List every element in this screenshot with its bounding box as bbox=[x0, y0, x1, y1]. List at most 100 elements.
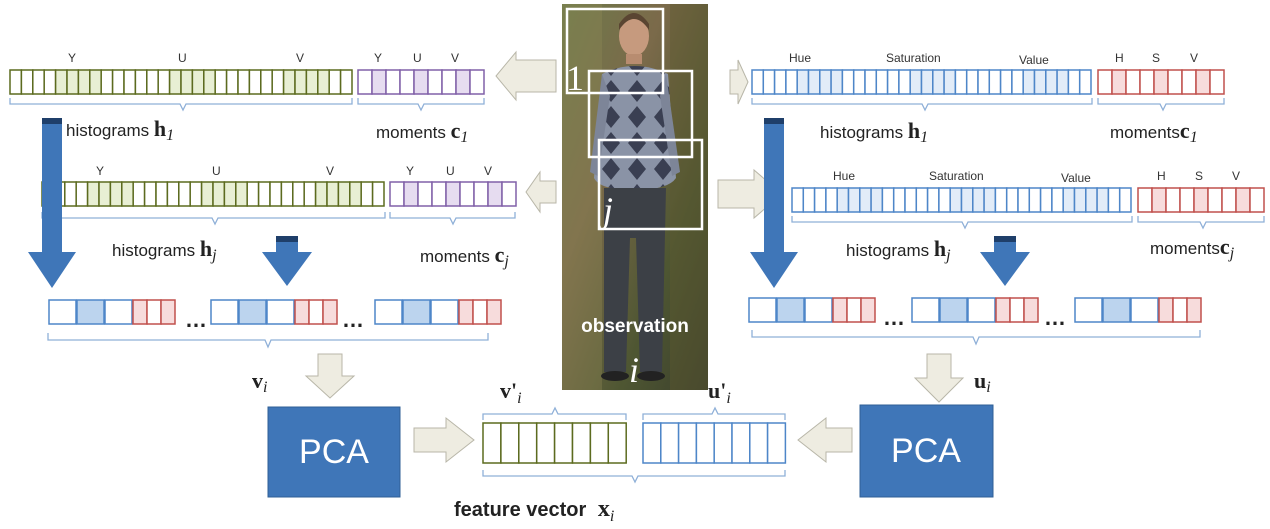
moment-bin bbox=[487, 181, 503, 207]
hist-bin bbox=[32, 69, 45, 95]
moment-bin bbox=[1165, 187, 1181, 213]
hist-bin bbox=[360, 181, 374, 207]
left-row1-mom-y: Y bbox=[374, 51, 382, 65]
hist-bin bbox=[802, 187, 816, 213]
block-moment bbox=[860, 297, 876, 323]
hist-bin bbox=[191, 69, 205, 95]
left-down-arrow-row1 bbox=[28, 118, 76, 288]
right-row1-histogram bbox=[751, 69, 1225, 95]
moment-bin bbox=[1221, 187, 1237, 213]
hist-bin bbox=[960, 187, 974, 213]
hist-bin bbox=[819, 69, 832, 95]
moment-bin bbox=[1249, 187, 1265, 213]
hist-bin bbox=[339, 69, 353, 95]
left-rowj-mom-u: U bbox=[446, 164, 455, 178]
feature-u-bin bbox=[713, 422, 733, 464]
moment-bin bbox=[1193, 187, 1209, 213]
block-cell bbox=[1102, 297, 1131, 323]
moment-bin bbox=[403, 181, 419, 207]
hist-bin bbox=[904, 187, 918, 213]
left-rowj-mom-v: V bbox=[484, 164, 492, 178]
hist-bin bbox=[999, 69, 1013, 95]
hist-bin bbox=[988, 69, 1002, 95]
right-row1-hist-brace bbox=[751, 98, 1093, 112]
left-rowj-hist-brace bbox=[41, 212, 386, 226]
left-rowj-channel-u: U bbox=[212, 164, 221, 178]
moment-bin bbox=[1097, 69, 1113, 95]
left-down-arrow-row1-cap bbox=[42, 118, 62, 124]
hist-bin bbox=[791, 187, 805, 213]
block-cell bbox=[1130, 297, 1159, 323]
block-moment bbox=[1023, 297, 1039, 323]
hist-bin bbox=[864, 69, 878, 95]
hist-bin bbox=[157, 69, 171, 95]
pca-left-arrow bbox=[413, 416, 475, 464]
moment-bin bbox=[1179, 187, 1195, 213]
hist-bin bbox=[371, 181, 385, 207]
hist-bin bbox=[168, 69, 182, 95]
hist-bin bbox=[294, 69, 308, 95]
hist-bin bbox=[155, 181, 169, 207]
hist-bin bbox=[977, 69, 991, 95]
moment-bin bbox=[413, 69, 429, 95]
right-row1-mom-label: momentsc1 bbox=[1110, 118, 1198, 146]
hist-bin bbox=[1028, 187, 1042, 213]
pca-right-label: PCA bbox=[891, 432, 961, 470]
left-down-arrow-rowj bbox=[262, 236, 312, 286]
left-rowj-hist-label: histograms hj bbox=[112, 236, 217, 264]
region-box-j bbox=[597, 138, 704, 231]
hist-bin bbox=[180, 69, 194, 95]
hist-bin bbox=[111, 69, 125, 95]
block-moment bbox=[132, 299, 148, 325]
right-ellipsis-2: … bbox=[1044, 305, 1066, 330]
hist-bin bbox=[886, 69, 900, 95]
hist-bin bbox=[1022, 69, 1036, 95]
hist-bin bbox=[847, 187, 861, 213]
hist-bin bbox=[983, 187, 997, 213]
right-down-arrow-rowj-cap bbox=[994, 236, 1016, 242]
block-moment bbox=[832, 297, 848, 323]
hist-bin bbox=[1045, 69, 1058, 95]
moment-bin bbox=[469, 69, 485, 95]
hist-bin bbox=[825, 187, 838, 213]
hist-bin bbox=[1056, 69, 1070, 95]
hist-bin bbox=[64, 181, 77, 207]
pca-right bbox=[859, 404, 994, 498]
right-row1-mom-brace bbox=[1097, 98, 1225, 112]
right-row1-mom-h: H bbox=[1115, 51, 1124, 65]
hist-bin bbox=[203, 69, 216, 95]
hist-bin bbox=[109, 181, 123, 207]
feature-vector-u-part bbox=[642, 422, 787, 464]
moment-bin bbox=[1151, 187, 1167, 213]
hist-bin bbox=[305, 69, 319, 95]
right-row1-channel-val: Value bbox=[1019, 53, 1049, 67]
moment-bin bbox=[1181, 69, 1197, 95]
hist-bin bbox=[1017, 187, 1031, 213]
block-moment bbox=[294, 299, 310, 325]
right-rowj-histogram bbox=[791, 187, 1265, 213]
right-vector-label: ui bbox=[974, 368, 991, 396]
moment-bin bbox=[1209, 69, 1225, 95]
hist-bin bbox=[920, 69, 934, 95]
moment-bin bbox=[1153, 69, 1169, 95]
hist-bin bbox=[146, 69, 159, 95]
hist-bin bbox=[282, 69, 296, 95]
hist-bin bbox=[1073, 187, 1087, 213]
hist-bin bbox=[134, 69, 148, 95]
hist-bin bbox=[892, 187, 906, 213]
moment-bin bbox=[389, 181, 405, 207]
right-ellipsis-1: … bbox=[883, 305, 905, 330]
left-row1-channel-y: Y bbox=[68, 51, 76, 65]
hist-bin bbox=[86, 181, 100, 207]
left-vector-arrow bbox=[304, 353, 356, 399]
hist-bin bbox=[235, 181, 248, 207]
block-moment bbox=[472, 299, 488, 325]
right-rowj-channel-val: Value bbox=[1061, 171, 1091, 185]
feature-u-reduced-label: u'i bbox=[708, 378, 731, 407]
hist-bin bbox=[881, 187, 895, 213]
observation-photo: 1 j observation i bbox=[562, 4, 708, 390]
left-rowj-mom-brace bbox=[389, 212, 516, 226]
left-rowj-mom-y: Y bbox=[406, 164, 414, 178]
left-row1-hist-brace bbox=[9, 98, 353, 112]
